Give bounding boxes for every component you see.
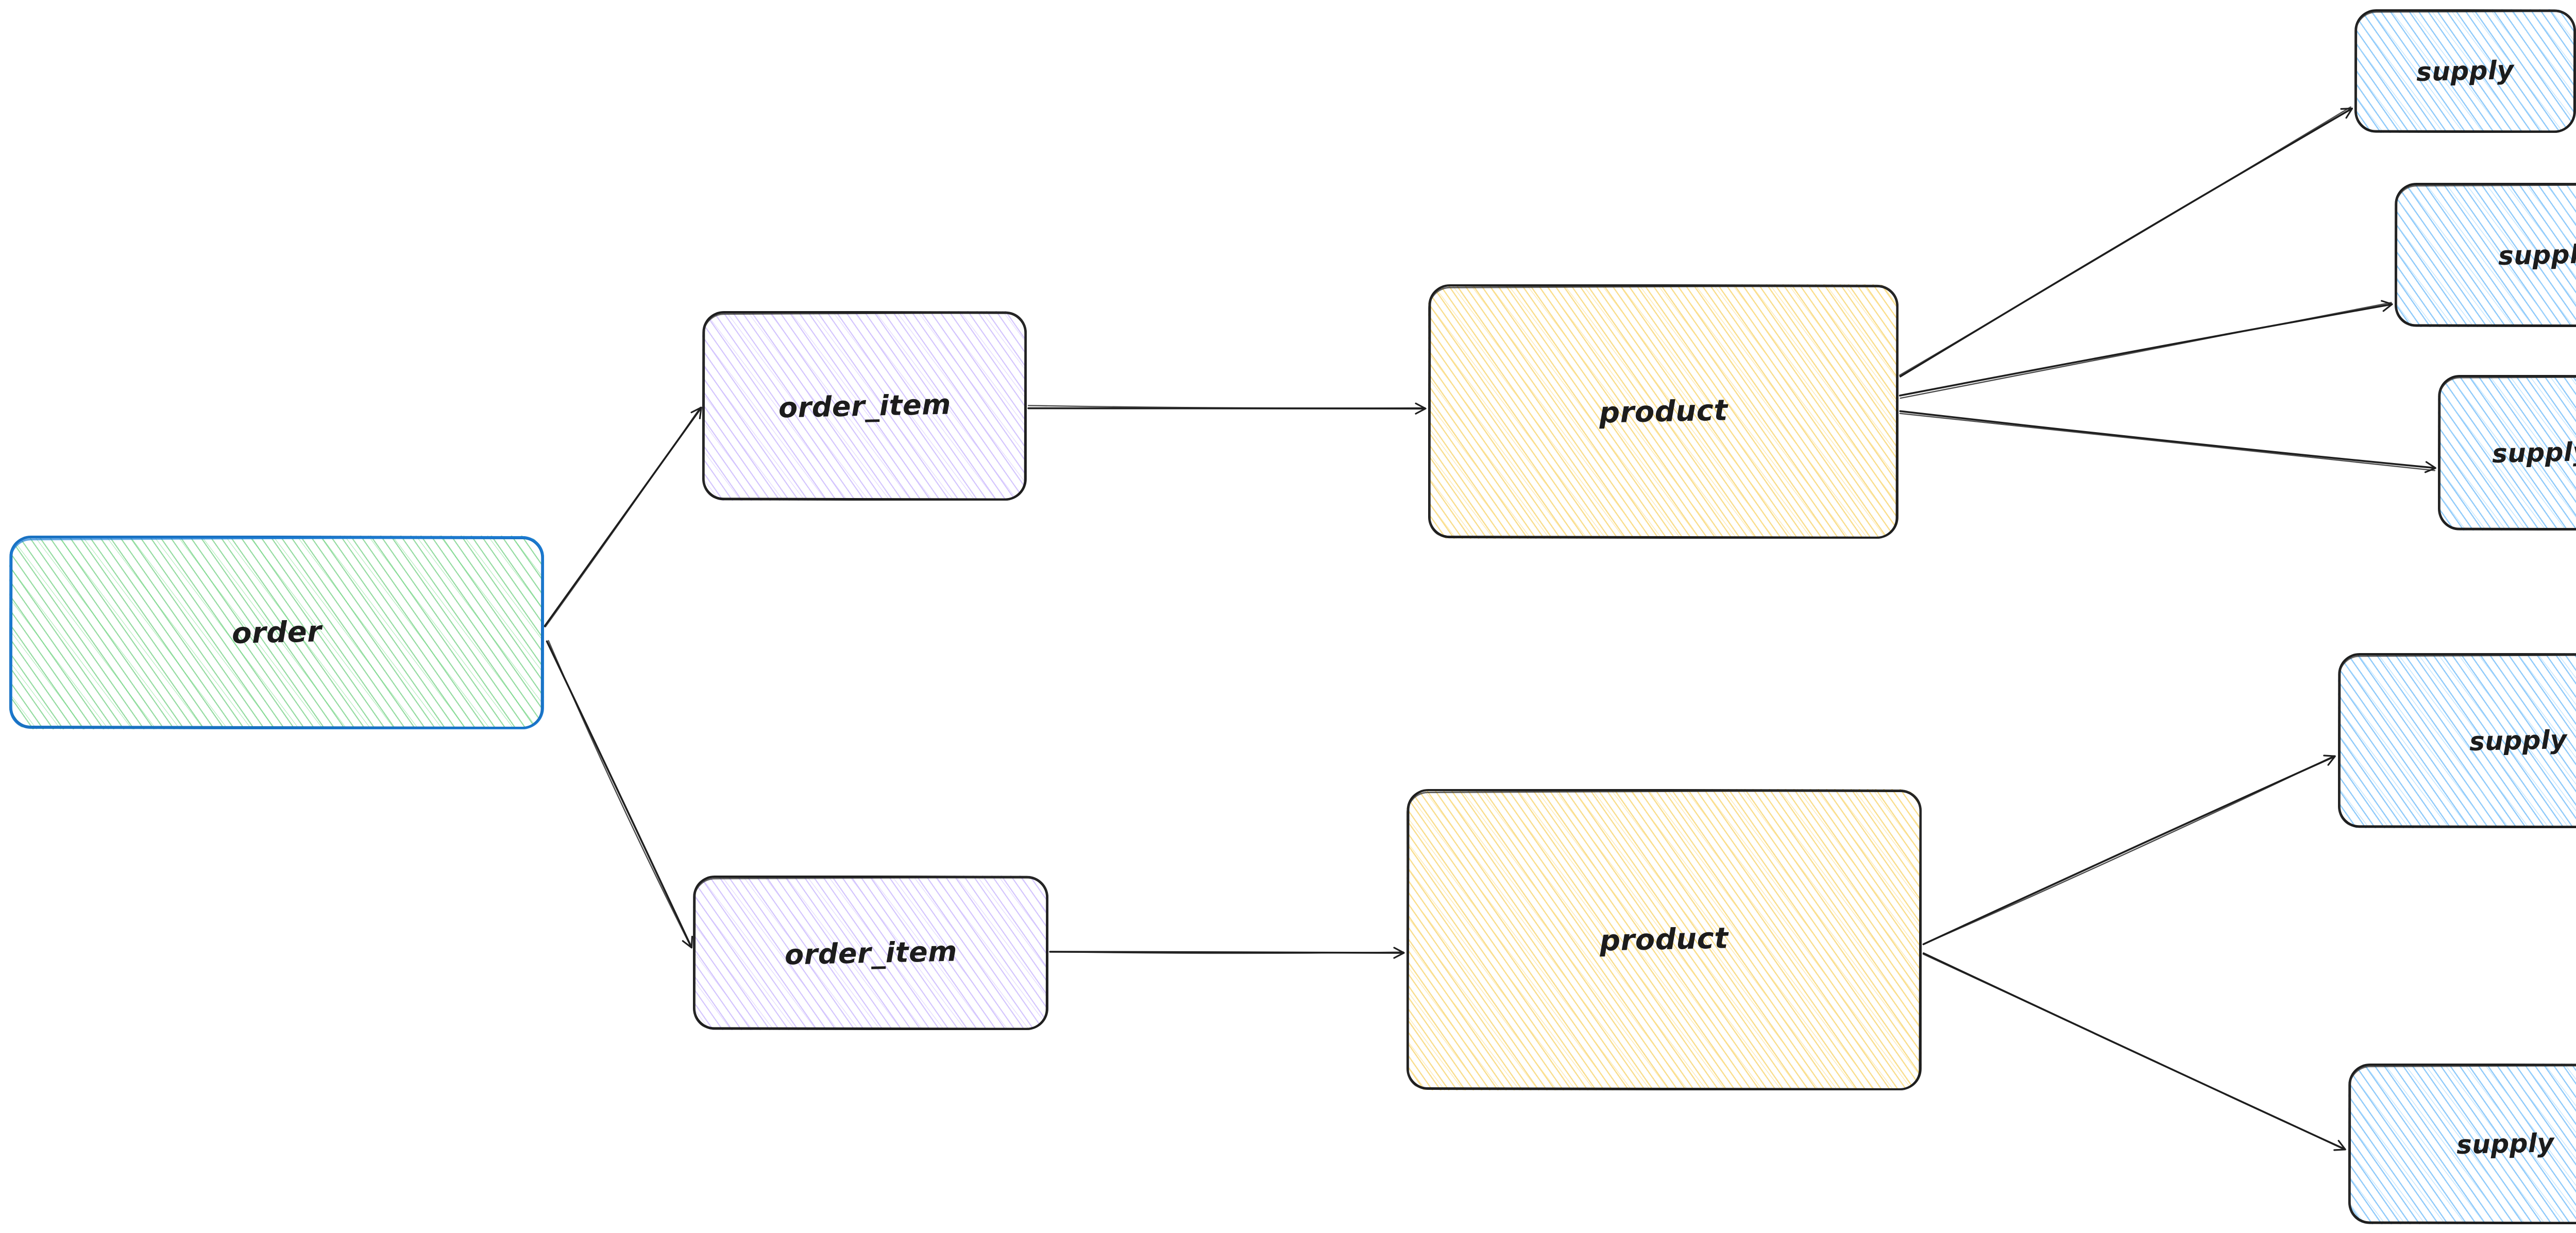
- edge-e8: [1923, 755, 2335, 945]
- node-order-item-top[interactable]: order_item: [702, 311, 1027, 501]
- node-fill-hatch-secondary: [2395, 183, 2576, 327]
- edge-e4: [1049, 951, 1404, 954]
- edge-e7: [1899, 413, 2436, 471]
- node-label-supply-5: supply: [2456, 1128, 2555, 1160]
- node-label-product-bottom: product: [1599, 921, 1729, 958]
- node-product-top[interactable]: product: [1428, 284, 1899, 539]
- node-supply-4[interactable]: supply: [2338, 653, 2576, 828]
- edge-e7: [1899, 410, 2436, 473]
- edge-e3: [1027, 402, 1427, 415]
- node-label-order-item-bottom: order_item: [784, 935, 958, 971]
- node-fill-hatch-secondary: [9, 536, 544, 729]
- edge-e5: [1899, 108, 2353, 378]
- edge-e6: [1899, 300, 2393, 397]
- edge-e4: [1049, 947, 1405, 959]
- node-label-supply-4: supply: [2469, 725, 2568, 757]
- node-label-product-top: product: [1599, 393, 1728, 430]
- edge-e6: [1900, 302, 2392, 399]
- node-fill-hatch-secondary: [693, 876, 1048, 1030]
- node-supply-1[interactable]: supply: [2354, 9, 2576, 133]
- edge-e9: [1922, 952, 2346, 1151]
- node-fill-hatch-secondary: [2438, 375, 2576, 530]
- node-supply-3[interactable]: supply: [2438, 375, 2576, 530]
- edge-e3: [1027, 405, 1426, 409]
- node-fill-hatch-secondary: [702, 311, 1027, 501]
- node-label-supply-3: supply: [2492, 437, 2576, 469]
- node-label-supply-1: supply: [2416, 55, 2515, 87]
- node-product-bottom[interactable]: product: [1406, 789, 1922, 1090]
- edge-e2: [548, 640, 692, 948]
- node-label-order: order: [231, 614, 322, 650]
- edge-e5: [1899, 106, 2351, 376]
- node-fill-hatch-secondary: [2338, 653, 2576, 828]
- node-supply-2[interactable]: supply: [2395, 183, 2576, 327]
- node-order-item-bottom[interactable]: order_item: [693, 876, 1048, 1030]
- node-fill-hatch-secondary: [1428, 284, 1899, 539]
- node-fill-hatch-secondary: [2354, 9, 2576, 133]
- node-order[interactable]: order: [9, 536, 544, 729]
- edge-e1: [544, 406, 702, 627]
- node-supply-5[interactable]: supply: [2348, 1064, 2576, 1224]
- edge-e1: [545, 406, 701, 628]
- node-fill-hatch-secondary: [1406, 789, 1922, 1090]
- node-label-supply-2: supply: [2498, 239, 2576, 271]
- node-label-order-item-top: order_item: [777, 388, 952, 424]
- edge-e9: [1922, 953, 2346, 1151]
- edge-e8: [1922, 755, 2336, 946]
- node-fill-hatch-secondary: [2348, 1064, 2576, 1224]
- edge-e2: [546, 640, 693, 949]
